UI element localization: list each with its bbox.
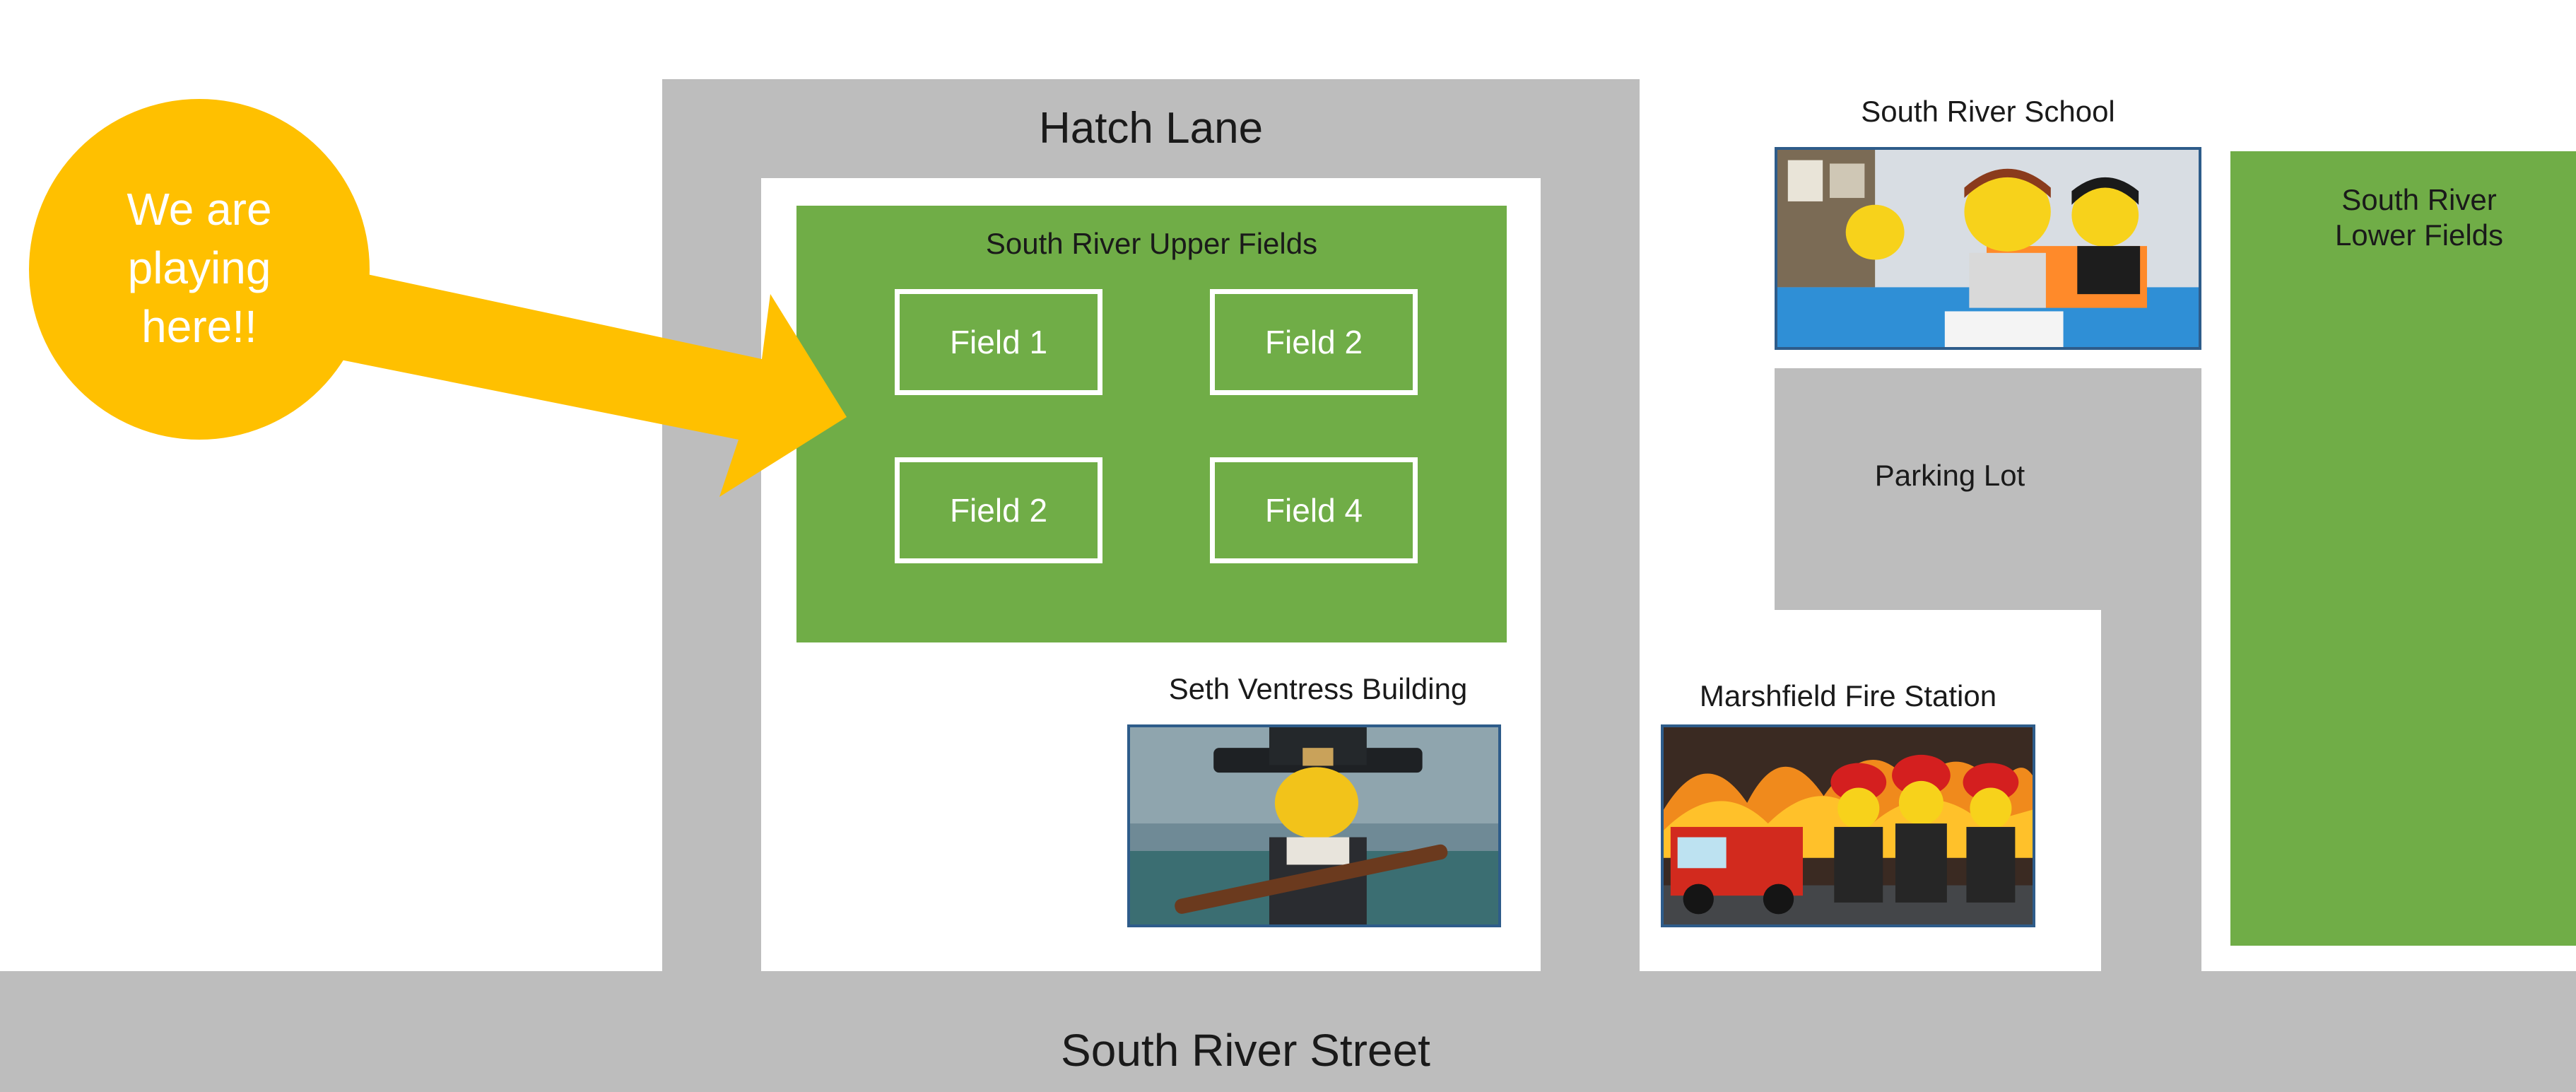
south-river-school-label: South River School [1861, 95, 2115, 128]
upper-fields-title: South River Upper Fields [985, 227, 1318, 260]
classroom-minifigs-image [1777, 150, 2199, 347]
field-2-top: Field 2 [1210, 289, 1418, 395]
field-2-bottom: Field 2 [895, 457, 1102, 563]
marshfield-fire-station-label: Marshfield Fire Station [1699, 679, 1997, 712]
callout-text: We are playing here!! [127, 184, 272, 353]
south-river-street-label: South River Street [1061, 1025, 1430, 1076]
hatch-lane-road-left [662, 79, 761, 998]
arrow-pointer-icon [327, 270, 847, 497]
south-river-upper-fields [796, 206, 1507, 642]
hatch-lane-label: Hatch Lane [1038, 104, 1264, 153]
seth-ventress-building-photo [1127, 724, 1501, 927]
south-river-street-road [0, 971, 2576, 1092]
parking-lot-driveway [2101, 368, 2201, 976]
field-1: Field 1 [895, 289, 1102, 395]
lower-fields-label: South River Lower Fields [2334, 183, 2504, 252]
hatch-lane-road-top [662, 79, 1640, 178]
south-river-school-photo [1775, 147, 2201, 350]
field-4: Field 4 [1210, 457, 1418, 563]
hatch-lane-road-right [1541, 79, 1640, 998]
firefighter-minifigs-image [1664, 727, 2033, 924]
seth-ventress-building-label: Seth Ventress Building [1168, 672, 1468, 705]
parking-lot-label: Parking Lot [1874, 459, 2025, 492]
marshfield-fire-station-photo [1661, 724, 2035, 927]
callout-circle [29, 99, 370, 440]
south-river-lower-fields [2230, 151, 2576, 946]
pilgrim-minifig-image [1130, 727, 1498, 924]
